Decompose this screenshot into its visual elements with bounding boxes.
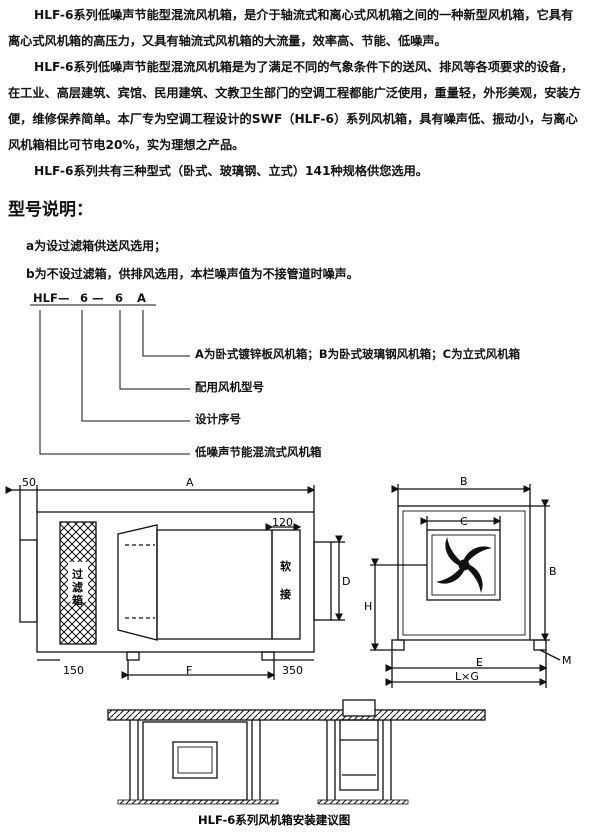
side-view-drawing [5,485,345,680]
fan-impeller-icon [436,537,492,593]
dim-150: 150 [63,664,84,677]
model-code-dash-2: — [92,291,104,305]
model-code-series: 6 [80,291,89,305]
install-box-2 [339,719,379,791]
dim-m: M [562,654,572,667]
inlet-flange [19,539,38,623]
install-box-2-duct [342,699,376,717]
dim-a: A [186,476,194,489]
legend-design-number: 设计序号 [195,412,241,426]
base-support-right [261,651,275,661]
note-b: b为不设过滤箱，供排风选用，本栏噪声值为不接管道时噪声。 [26,267,359,281]
dim-lg: L×G [455,670,479,683]
install-caption: HLF-6系列风机箱安装建议图 [198,813,350,827]
legend-type: A为卧式镀锌板风机箱；B为卧式玻璃钢风机箱；C为立式风机箱 [195,347,521,361]
model-code-dash-1: — [58,291,70,305]
intro-paragraph-2: HLF-6系列低噪声节能型混流风机箱是为了满足不同的气象条件下的送风、排风等各项… [8,60,581,152]
legend-product: 低噪声节能混流式风机箱 [195,445,322,459]
intro-paragraph-3: HLF-6系列共有三种型式（卧式、玻璃钢、立式）141种规格供您选用。 [34,164,428,178]
flexible-joint [271,529,301,640]
flex-label-2: 接 [280,587,291,601]
dim-f: F [186,664,192,677]
foot-right [533,639,547,651]
model-heading: 型号说明： [8,200,93,220]
installation-drawing [107,699,486,805]
dim-350: 350 [282,664,303,677]
ceiling-slab [107,709,486,721]
dim-e: E [476,656,483,669]
filter-label-3: 箱 [72,593,83,607]
dim-d: D [342,575,350,588]
dim-h: H [364,600,372,613]
filter-label-1: 过 [72,567,83,581]
foot-left [391,639,405,651]
filter-label-2: 滤 [72,580,83,594]
install-box-1-opening [172,741,218,779]
legend-fan-model: 配用风机型号 [195,380,264,394]
intro-paragraph-1: HLF-6系列低噪声节能型混流风机箱，是介于轴流式和离心式风机箱之间的一种新型风… [8,8,574,48]
front-view-body [397,505,531,641]
note-a: a为设过滤箱供送风选用； [26,239,167,253]
model-code-prefix: HLF [33,291,58,305]
model-code-type: A [137,291,146,305]
dim-120: 120 [272,516,293,529]
outlet-flange [313,541,332,621]
model-code-fan: 6 [115,291,124,305]
dim-b-top: B [460,475,468,488]
flex-label-1: 软 [280,559,292,573]
fan-housing [156,529,273,640]
dim-c: C [460,515,468,528]
model-code-leaders [30,304,190,455]
fan-inlet-cone [117,524,158,641]
base-support-left [126,651,140,661]
dim-50: 50 [22,476,36,489]
front-view-drawing [370,484,561,688]
install-box-1 [142,721,248,801]
dim-b-right: B [549,565,557,578]
